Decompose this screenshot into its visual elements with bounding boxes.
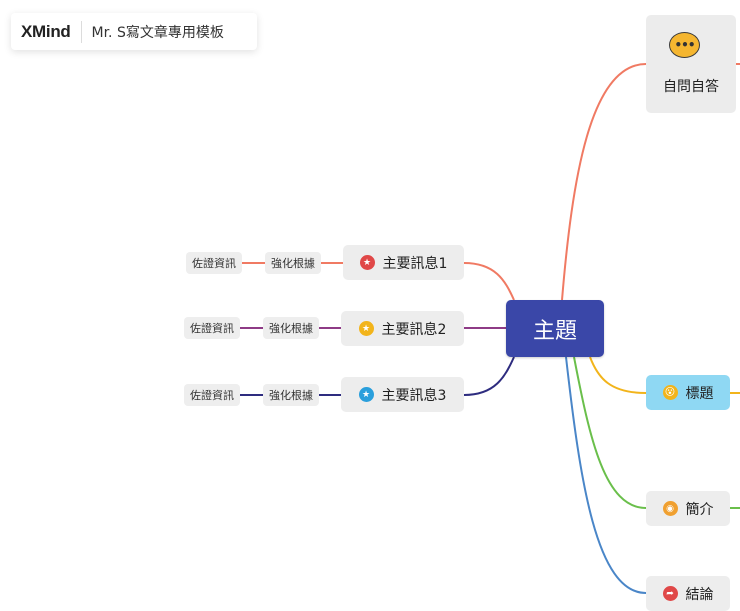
main-topic-2-label: 主要訊息2 — [381, 321, 447, 338]
redirect-arrow-icon: ➦ — [662, 586, 678, 601]
right-topic-conclusion[interactable]: ➦ 結論 — [646, 576, 730, 611]
connector-main-3 — [463, 356, 515, 396]
xmind-logo[interactable]: XMind — [21, 21, 71, 41]
main-topic-3-label: 主要訊息3 — [381, 387, 447, 404]
right-topic-self-qa[interactable]: ••• 自問自答 — [646, 15, 736, 113]
main-topic-1-label: 主要訊息1 — [382, 255, 448, 272]
detail-topic-3[interactable]: 佐證資訊 — [184, 384, 240, 406]
connector-title — [589, 356, 647, 394]
detail-topic-3-label: 佐證資訊 — [190, 389, 234, 402]
central-topic[interactable]: 主題 — [506, 300, 604, 357]
main-topic-2[interactable]: ★ 主要訊息2 — [341, 311, 464, 346]
star-marker-icon: ★ — [358, 321, 374, 336]
right-topic-self-qa-label: 自問自答 — [663, 79, 719, 95]
connector-self-qa — [561, 63, 647, 301]
main-topic-3[interactable]: ★ 主要訊息3 — [341, 377, 464, 412]
right-topic-conclusion-label: 結論 — [685, 586, 714, 603]
speech-bubble-front: ••• — [669, 32, 700, 58]
subtopic-1[interactable]: 強化根據 — [265, 252, 321, 274]
top-toolbar: XMind Mr. S寫文章專用模板 — [11, 13, 257, 50]
main-topic-1[interactable]: ★ 主要訊息1 — [343, 245, 464, 280]
surprised-face-icon: 😮 — [662, 385, 678, 400]
document-title[interactable]: Mr. S寫文章專用模板 — [91, 24, 224, 41]
right-topic-title-label: 標題 — [685, 385, 714, 402]
toolbar-divider — [80, 20, 82, 43]
subtopic-2-label: 強化根據 — [269, 322, 313, 335]
subtopic-3-label: 強化根據 — [269, 389, 313, 402]
detail-topic-2-label: 佐證資訊 — [190, 322, 234, 335]
right-topic-intro-label: 簡介 — [685, 501, 714, 518]
connector-intro — [573, 356, 647, 509]
right-topic-intro[interactable]: ◉ 簡介 — [646, 491, 730, 526]
detail-topic-1-label: 佐證資訊 — [192, 257, 236, 270]
star-marker-icon: ★ — [358, 387, 374, 402]
subtopic-3[interactable]: 強化根據 — [263, 384, 319, 406]
detail-topic-2[interactable]: 佐證資訊 — [184, 317, 240, 339]
connector-main-1 — [463, 262, 515, 301]
subtopic-2[interactable]: 強化根據 — [263, 317, 319, 339]
detail-topic-1[interactable]: 佐證資訊 — [186, 252, 242, 274]
central-topic-label: 主題 — [532, 318, 577, 344]
right-topic-title[interactable]: 😮 標題 — [646, 375, 730, 410]
rss-icon: ◉ — [662, 501, 678, 516]
star-marker-icon: ★ — [359, 255, 375, 270]
subtopic-1-label: 強化根據 — [271, 257, 315, 270]
speech-bubbles-icon: ••• — [669, 32, 713, 68]
connector-conclusion — [565, 356, 647, 594]
